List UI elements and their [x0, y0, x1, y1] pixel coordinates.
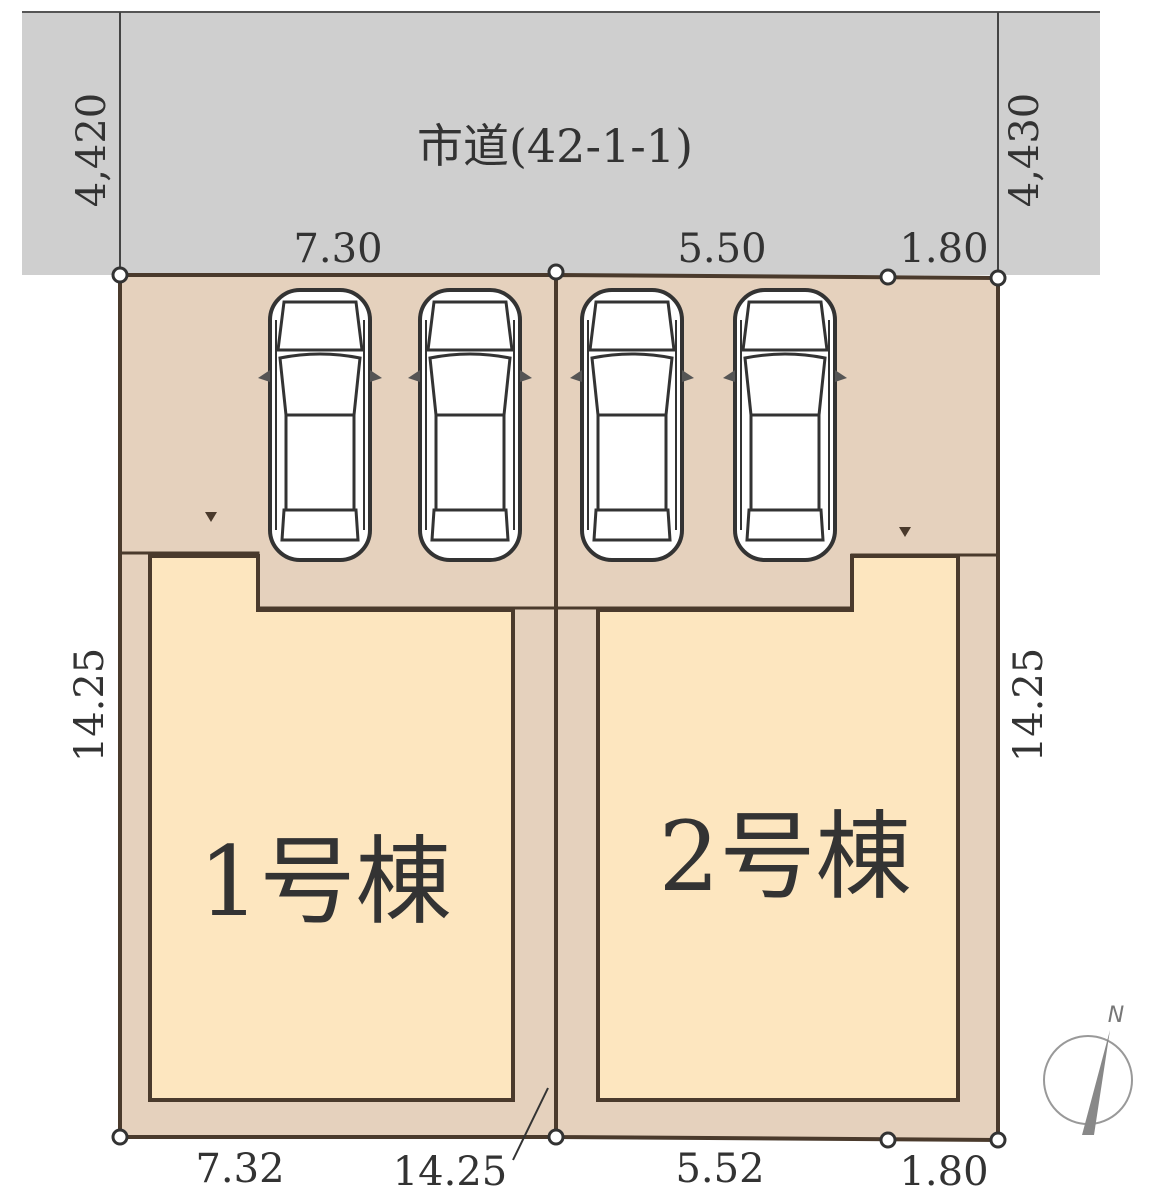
building-1-label: 1号棟 [198, 826, 451, 938]
boundary-markers [111, 263, 1007, 1149]
building-2 [596, 554, 960, 1102]
car-icon [721, 288, 849, 562]
entrance-marker-icon [205, 512, 217, 522]
depth-right: 14.25 [1006, 648, 1052, 763]
rear-left: 7.32 [195, 1146, 284, 1192]
rear-middle: 5.52 [675, 1146, 764, 1192]
road-label: 市道(42-1-1) [417, 119, 693, 173]
road-width-right: 4,430 [1002, 93, 1048, 208]
frontage-middle: 5.50 [677, 226, 766, 272]
frontage-right: 1.80 [899, 226, 988, 272]
compass-north-label: N [1108, 1003, 1124, 1028]
building-1 [148, 554, 515, 1102]
entrance-marker-icon [899, 527, 911, 537]
rear-diagonal: 14.25 [393, 1149, 508, 1195]
compass-icon [1043, 1030, 1133, 1135]
car-icon [568, 288, 696, 562]
depth-left: 14.25 [67, 648, 113, 763]
car-icon [406, 288, 534, 562]
car-icon [256, 288, 384, 562]
rear-right: 1.80 [899, 1149, 988, 1195]
frontage-left: 7.30 [293, 226, 382, 272]
building-2-label: 2号棟 [658, 801, 911, 913]
road [22, 12, 1100, 275]
road-width-left: 4,420 [69, 93, 115, 208]
